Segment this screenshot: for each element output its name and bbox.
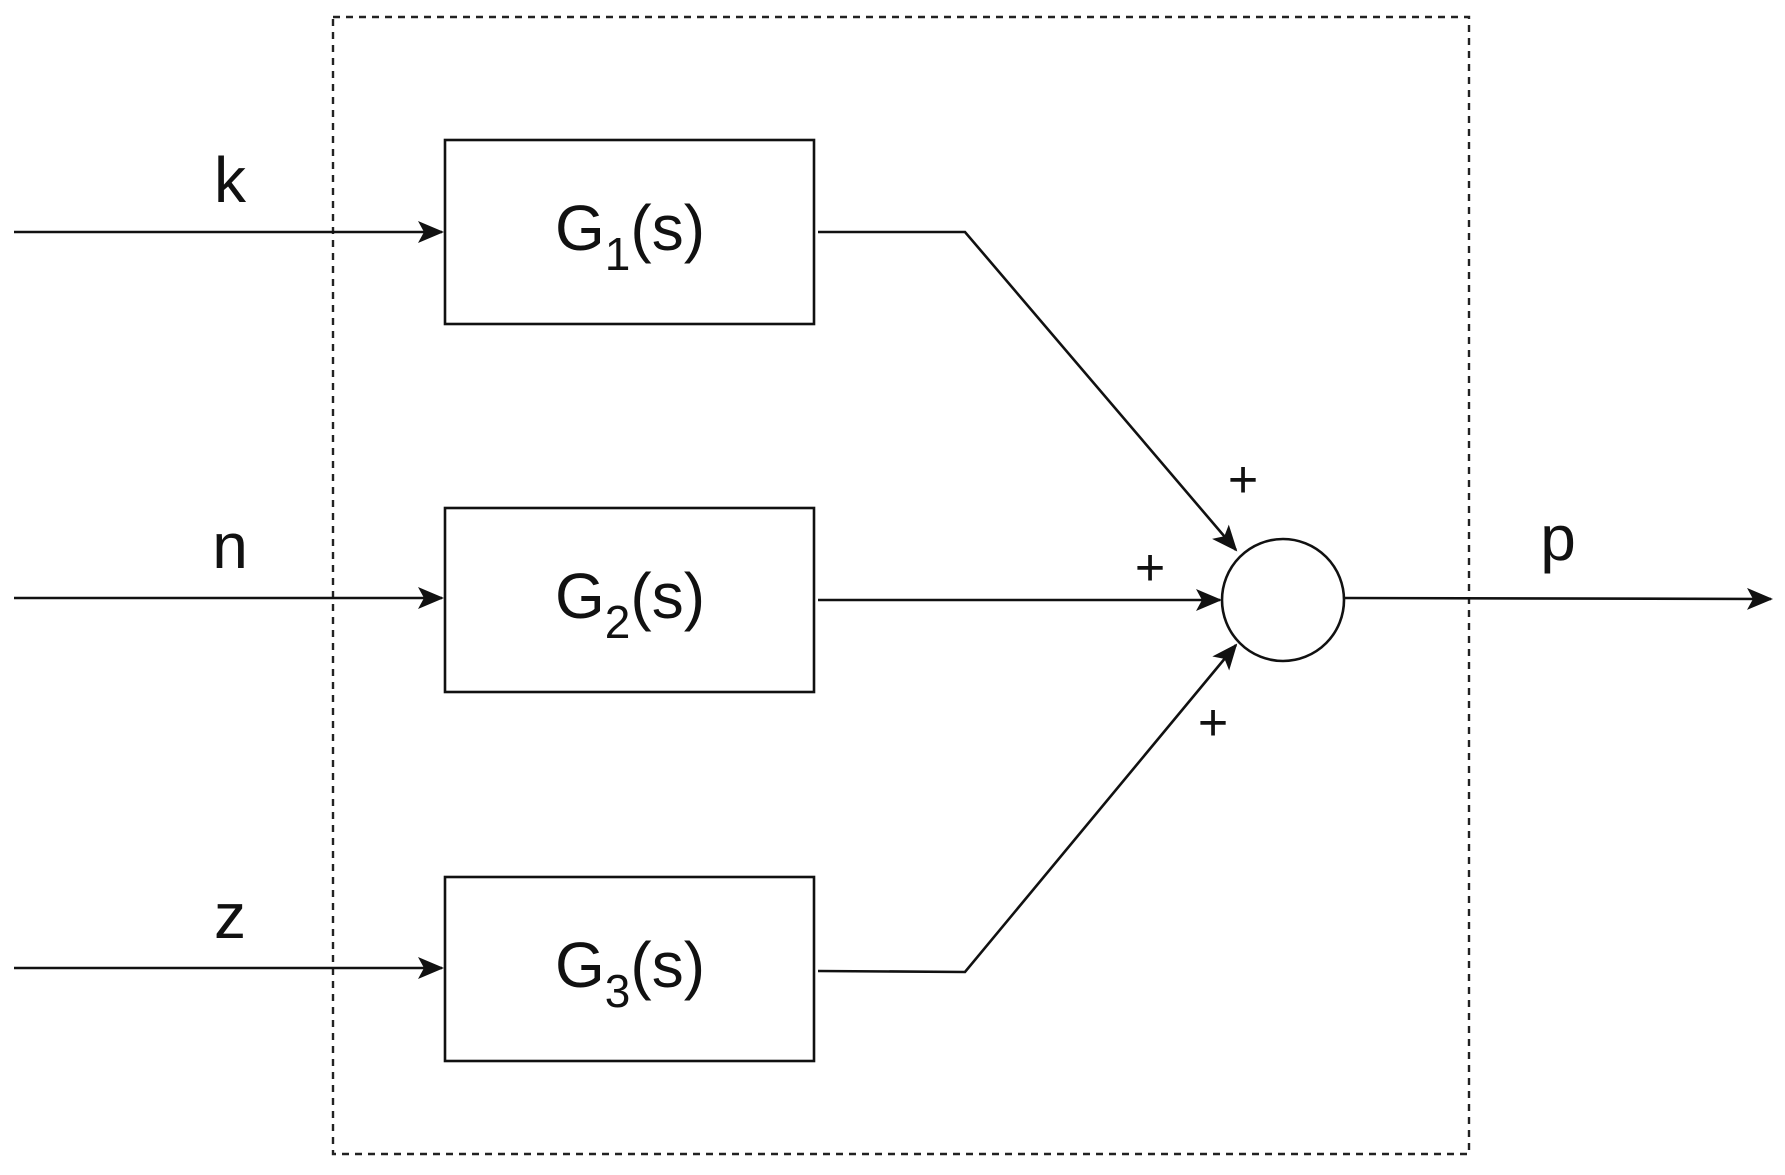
- block-g3-label: G3(s): [555, 929, 705, 1017]
- block-g1-suffix: (s): [630, 192, 705, 264]
- block-g3-name: G: [555, 929, 605, 1001]
- block-g3: G3(s): [443, 875, 816, 1063]
- output-line-p: [1343, 587, 1773, 610]
- summing-junction: [1220, 537, 1346, 663]
- input-label-k: k: [214, 144, 247, 216]
- block-g2-box: [443, 506, 816, 694]
- block-g2-suffix: (s): [630, 560, 705, 632]
- block-g3-box: [443, 875, 816, 1063]
- input-label-z: z: [214, 880, 246, 952]
- connector-g3-to-sum: [817, 643, 1238, 974]
- block-g1-box: [443, 138, 816, 326]
- block-g3-suffix: (s): [630, 929, 705, 1001]
- sign-bottom: +: [1198, 694, 1228, 752]
- block-g2-subscript: 2: [605, 596, 631, 648]
- output-label-p: p: [1540, 502, 1576, 574]
- input-label-n: n: [212, 510, 248, 582]
- block-g1-label: G1(s): [555, 192, 705, 280]
- connector-g1-to-sum: [818, 230, 1238, 552]
- block-g1-name: G: [555, 192, 605, 264]
- block-g2-name: G: [555, 560, 605, 632]
- block-g3-subscript: 3: [605, 965, 631, 1017]
- block-g2-label: G2(s): [555, 560, 705, 648]
- sign-middle: +: [1135, 539, 1165, 597]
- sign-top: +: [1228, 451, 1258, 509]
- block-g1-subscript: 1: [605, 228, 631, 280]
- block-g1: G1(s): [443, 138, 816, 326]
- system-boundary: [331, 15, 1471, 1156]
- block-g2: G2(s): [443, 506, 816, 694]
